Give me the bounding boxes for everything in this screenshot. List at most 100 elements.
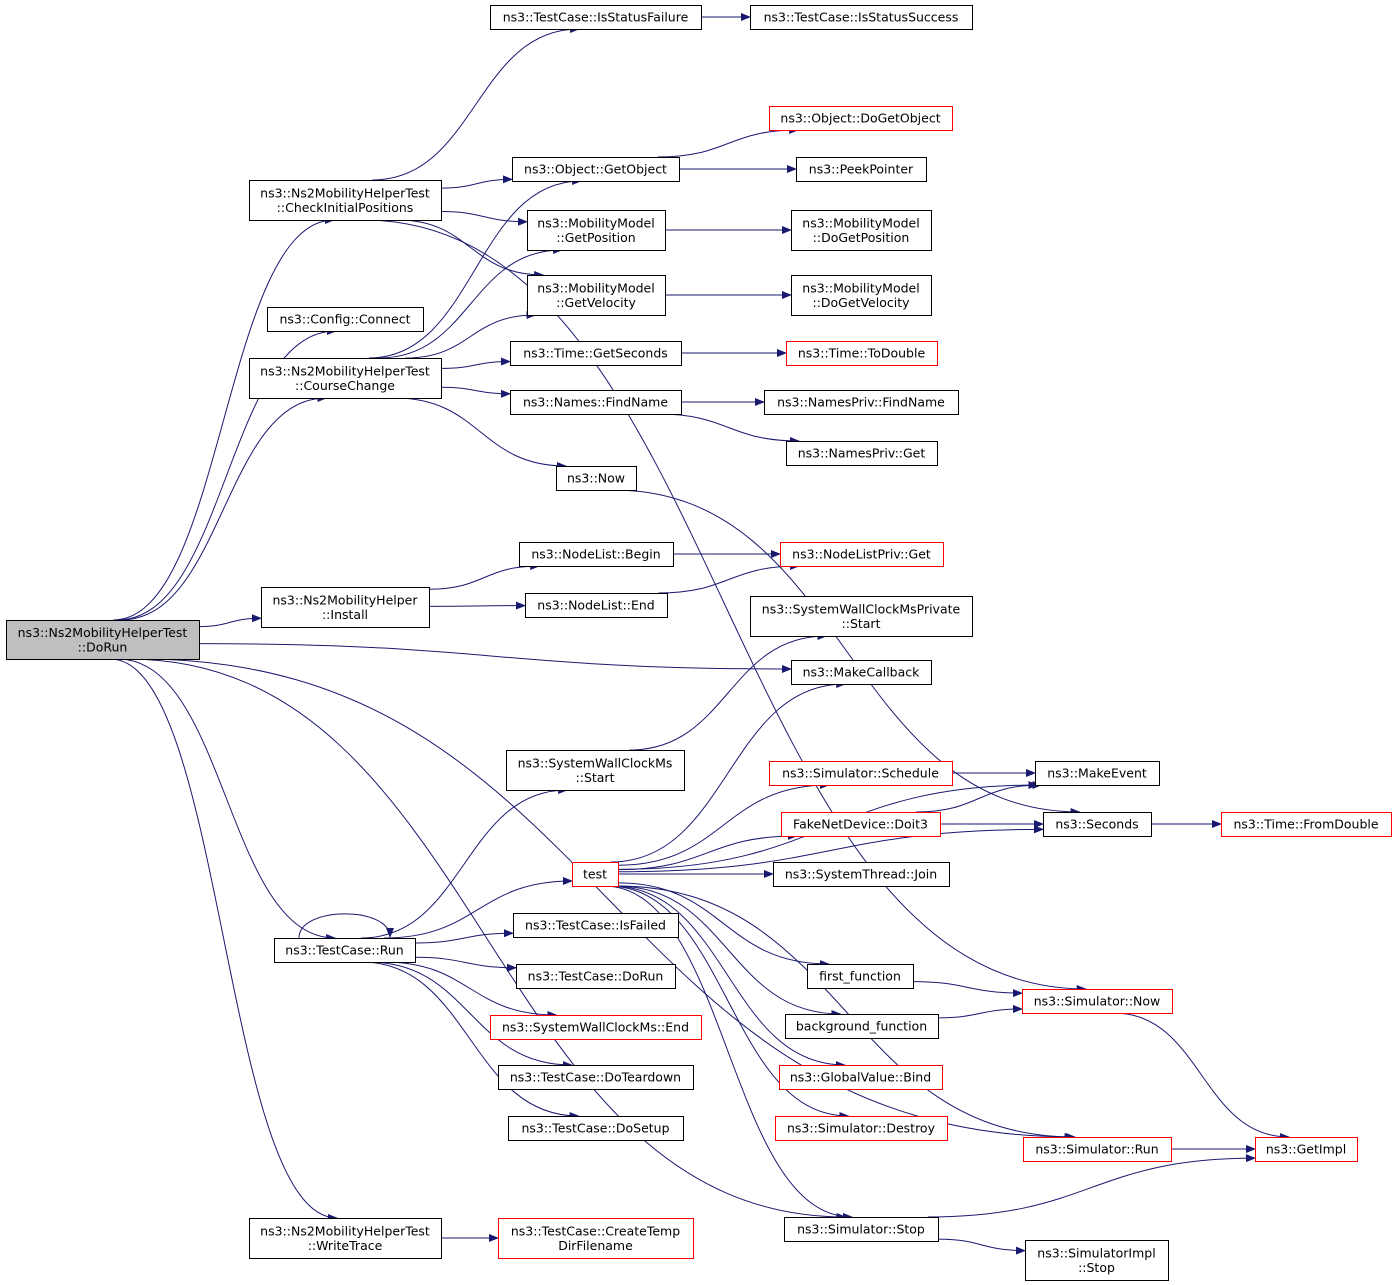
function-node-course-change[interactable]: ns3::Ns2MobilityHelperTest::CourseChange: [249, 358, 442, 399]
call-edge-check_initial-to-get_position: [440, 210, 528, 226]
function-node-label: ns3::TestCase::IsFailed: [525, 918, 666, 933]
function-nodes: ns3::Ns2MobilityHelperTest::DoRunns3::Ns…: [6, 5, 1392, 1281]
call-edge-test-to-fake_doit3: [617, 832, 798, 871]
function-node-label: ns3::SystemThread::Join: [785, 867, 937, 882]
function-node-get-seconds[interactable]: ns3::Time::GetSeconds: [510, 341, 682, 366]
function-node-sim-run[interactable]: ns3::Simulator::Run: [1023, 1137, 1172, 1162]
function-node-tc-dorun[interactable]: ns3::TestCase::DoRun: [516, 964, 676, 989]
function-node-get-position[interactable]: ns3::MobilityModel::GetPosition: [527, 210, 666, 251]
function-node-label: ns3::Config::Connect: [279, 312, 410, 327]
function-node-label: ns3::MakeCallback: [803, 665, 921, 680]
call-edge-testcase_run-to-swcm_end: [383, 961, 558, 1019]
call-edge-sim_stop-to-get_impl: [927, 1154, 1256, 1218]
function-node-helper-install[interactable]: ns3::Ns2MobilityHelper::Install: [261, 587, 430, 628]
function-node-do-get-object[interactable]: ns3::Object::DoGetObject: [769, 106, 953, 131]
function-node-thread-join[interactable]: ns3::SystemThread::Join: [773, 862, 950, 887]
function-node-get-velocity[interactable]: ns3::MobilityModel::GetVelocity: [527, 275, 666, 316]
function-node-nodelist-end[interactable]: ns3::NodeList::End: [525, 593, 668, 618]
function-node-write-trace[interactable]: ns3::Ns2MobilityHelperTest::WriteTrace: [249, 1218, 442, 1259]
function-node-nodelist-begin[interactable]: ns3::NodeList::Begin: [519, 542, 674, 567]
call-edge-nodelist_end-to-nodelistpriv_get: [658, 562, 801, 594]
call-edge-course_change-to-get_object: [368, 177, 583, 359]
function-node-label: ::DoGetVelocity: [812, 295, 910, 310]
function-node-config-connect[interactable]: ns3::Config::Connect: [267, 307, 424, 332]
call-edge-helper_install-to-nodelist_end: [428, 601, 526, 610]
function-node-label: ::GetVelocity: [556, 295, 636, 310]
function-node-label: ::CourseChange: [295, 378, 395, 393]
function-node-first-function[interactable]: first_function: [807, 964, 914, 989]
function-node-nodelistpriv-get[interactable]: ns3::NodeListPriv::Get: [780, 542, 944, 567]
function-node-label: ns3::SystemWallClockMs::End: [502, 1020, 689, 1035]
function-node-label: ns3::NodeListPriv::Get: [792, 547, 931, 562]
function-node-from-double[interactable]: ns3::Time::FromDouble: [1221, 812, 1392, 837]
function-node-sim-now[interactable]: ns3::Simulator::Now: [1022, 989, 1173, 1014]
function-node-get-object[interactable]: ns3::Object::GetObject: [512, 157, 680, 182]
call-edge-dorun_root-to-sim_run: [140, 658, 1075, 1141]
function-node-fake-doit3[interactable]: FakeNetDevice::Doit3: [781, 812, 941, 837]
call-edge-helper_install-to-nodelist_begin: [428, 562, 541, 590]
function-node-label: ns3::Ns2MobilityHelperTest: [260, 363, 430, 378]
call-edge-testcase_run-to-tc_setup: [361, 961, 580, 1120]
function-node-test[interactable]: test: [572, 862, 619, 887]
function-node-testcase-run[interactable]: ns3::TestCase::Run: [274, 938, 416, 963]
function-node-label: ns3::TestCase::DoRun: [528, 969, 664, 984]
function-node-swcm-start[interactable]: ns3::SystemWallClockMs::Start: [506, 750, 685, 791]
function-node-label: ns3::Simulator::Now: [1034, 994, 1161, 1009]
function-node-is-failed[interactable]: ns3::TestCase::IsFailed: [513, 913, 679, 938]
function-node-label: ::Start: [842, 616, 881, 631]
function-node-label: ns3::MobilityModel: [537, 280, 654, 295]
function-node-label: ::GetPosition: [556, 230, 635, 245]
function-node-sim-destroy[interactable]: ns3::Simulator::Destroy: [775, 1116, 948, 1141]
function-node-label: background_function: [796, 1019, 927, 1034]
function-node-label: ::DoRun: [78, 639, 128, 654]
call-edge-test-to-sim_stop: [603, 885, 854, 1221]
function-node-to-double[interactable]: ns3::Time::ToDouble: [786, 341, 938, 366]
function-node-do-get-velocity[interactable]: ns3::MobilityModel::DoGetVelocity: [791, 275, 932, 316]
function-node-make-callback[interactable]: ns3::MakeCallback: [791, 660, 932, 685]
function-node-simimpl-stop[interactable]: ns3::SimulatorImpl::Stop: [1025, 1240, 1169, 1281]
function-node-label: ::DoGetPosition: [813, 230, 910, 245]
function-node-get-impl[interactable]: ns3::GetImpl: [1255, 1137, 1358, 1162]
function-node-label: ::Install: [322, 607, 368, 622]
function-node-background-function[interactable]: background_function: [785, 1014, 939, 1039]
function-node-namespriv-get[interactable]: ns3::NamesPriv::Get: [786, 441, 938, 466]
function-node-check-initial[interactable]: ns3::Ns2MobilityHelperTest::CheckInitial…: [249, 180, 442, 221]
function-node-is-status-failure[interactable]: ns3::TestCase::IsStatusFailure: [490, 5, 702, 30]
function-node-make-event[interactable]: ns3::MakeEvent: [1035, 761, 1160, 786]
call-edge-test-to-seconds: [617, 825, 1044, 873]
function-node-is-status-success[interactable]: ns3::TestCase::IsStatusSuccess: [750, 5, 973, 30]
function-node-gv-bind[interactable]: ns3::GlobalValue::Bind: [779, 1065, 943, 1090]
call-edge-check_initial-to-get_object: [440, 175, 513, 189]
function-node-label: ns3::Ns2MobilityHelper: [272, 592, 418, 607]
function-node-label: ns3::SimulatorImpl: [1037, 1245, 1155, 1260]
function-node-sim-schedule[interactable]: ns3::Simulator::Schedule: [769, 761, 953, 786]
call-edge-test-to-first_function: [617, 882, 830, 968]
function-node-label: ns3::Names::FindName: [523, 395, 668, 410]
function-node-label: ns3::MobilityModel: [537, 215, 654, 230]
call-edge-test-to-gv_bind: [610, 885, 846, 1069]
function-node-namespriv-findname[interactable]: ns3::NamesPriv::FindName: [764, 390, 959, 415]
function-node-tc-teardown[interactable]: ns3::TestCase::DoTeardown: [498, 1065, 694, 1090]
function-node-do-get-position[interactable]: ns3::MobilityModel::DoGetPosition: [791, 210, 932, 251]
function-node-label: FakeNetDevice::Doit3: [793, 817, 928, 832]
function-node-swcm-private-start[interactable]: ns3::SystemWallClockMsPrivate::Start: [750, 596, 973, 637]
function-node-names-findname[interactable]: ns3::Names::FindName: [510, 390, 682, 415]
function-node-peek-pointer[interactable]: ns3::PeekPointer: [796, 157, 927, 182]
function-node-ns3-now[interactable]: ns3::Now: [556, 466, 637, 491]
call-edge-course_change-to-names_findname: [440, 386, 511, 398]
call-edge-swcm_start-to-swcm_private_start: [629, 632, 828, 751]
function-node-dorun-root[interactable]: ns3::Ns2MobilityHelperTest::DoRun: [6, 620, 200, 660]
function-node-sim-stop[interactable]: ns3::Simulator::Stop: [784, 1217, 939, 1242]
function-node-seconds[interactable]: ns3::Seconds: [1043, 812, 1152, 837]
function-node-label: ns3::Object::DoGetObject: [780, 111, 940, 126]
function-node-swcm-end[interactable]: ns3::SystemWallClockMs::End: [490, 1015, 702, 1040]
function-node-label: ns3::Object::GetObject: [524, 162, 667, 177]
function-node-label: ns3::TestCase::Run: [285, 943, 403, 958]
function-node-label: ns3::TestCase::CreateTemp: [511, 1223, 680, 1238]
function-node-label: ns3::Simulator::Stop: [797, 1222, 925, 1237]
call-edges: [110, 13, 1291, 1255]
call-edge-names_findname-to-namespriv_get: [658, 413, 800, 445]
function-node-tc-setup[interactable]: ns3::TestCase::DoSetup: [508, 1116, 684, 1141]
